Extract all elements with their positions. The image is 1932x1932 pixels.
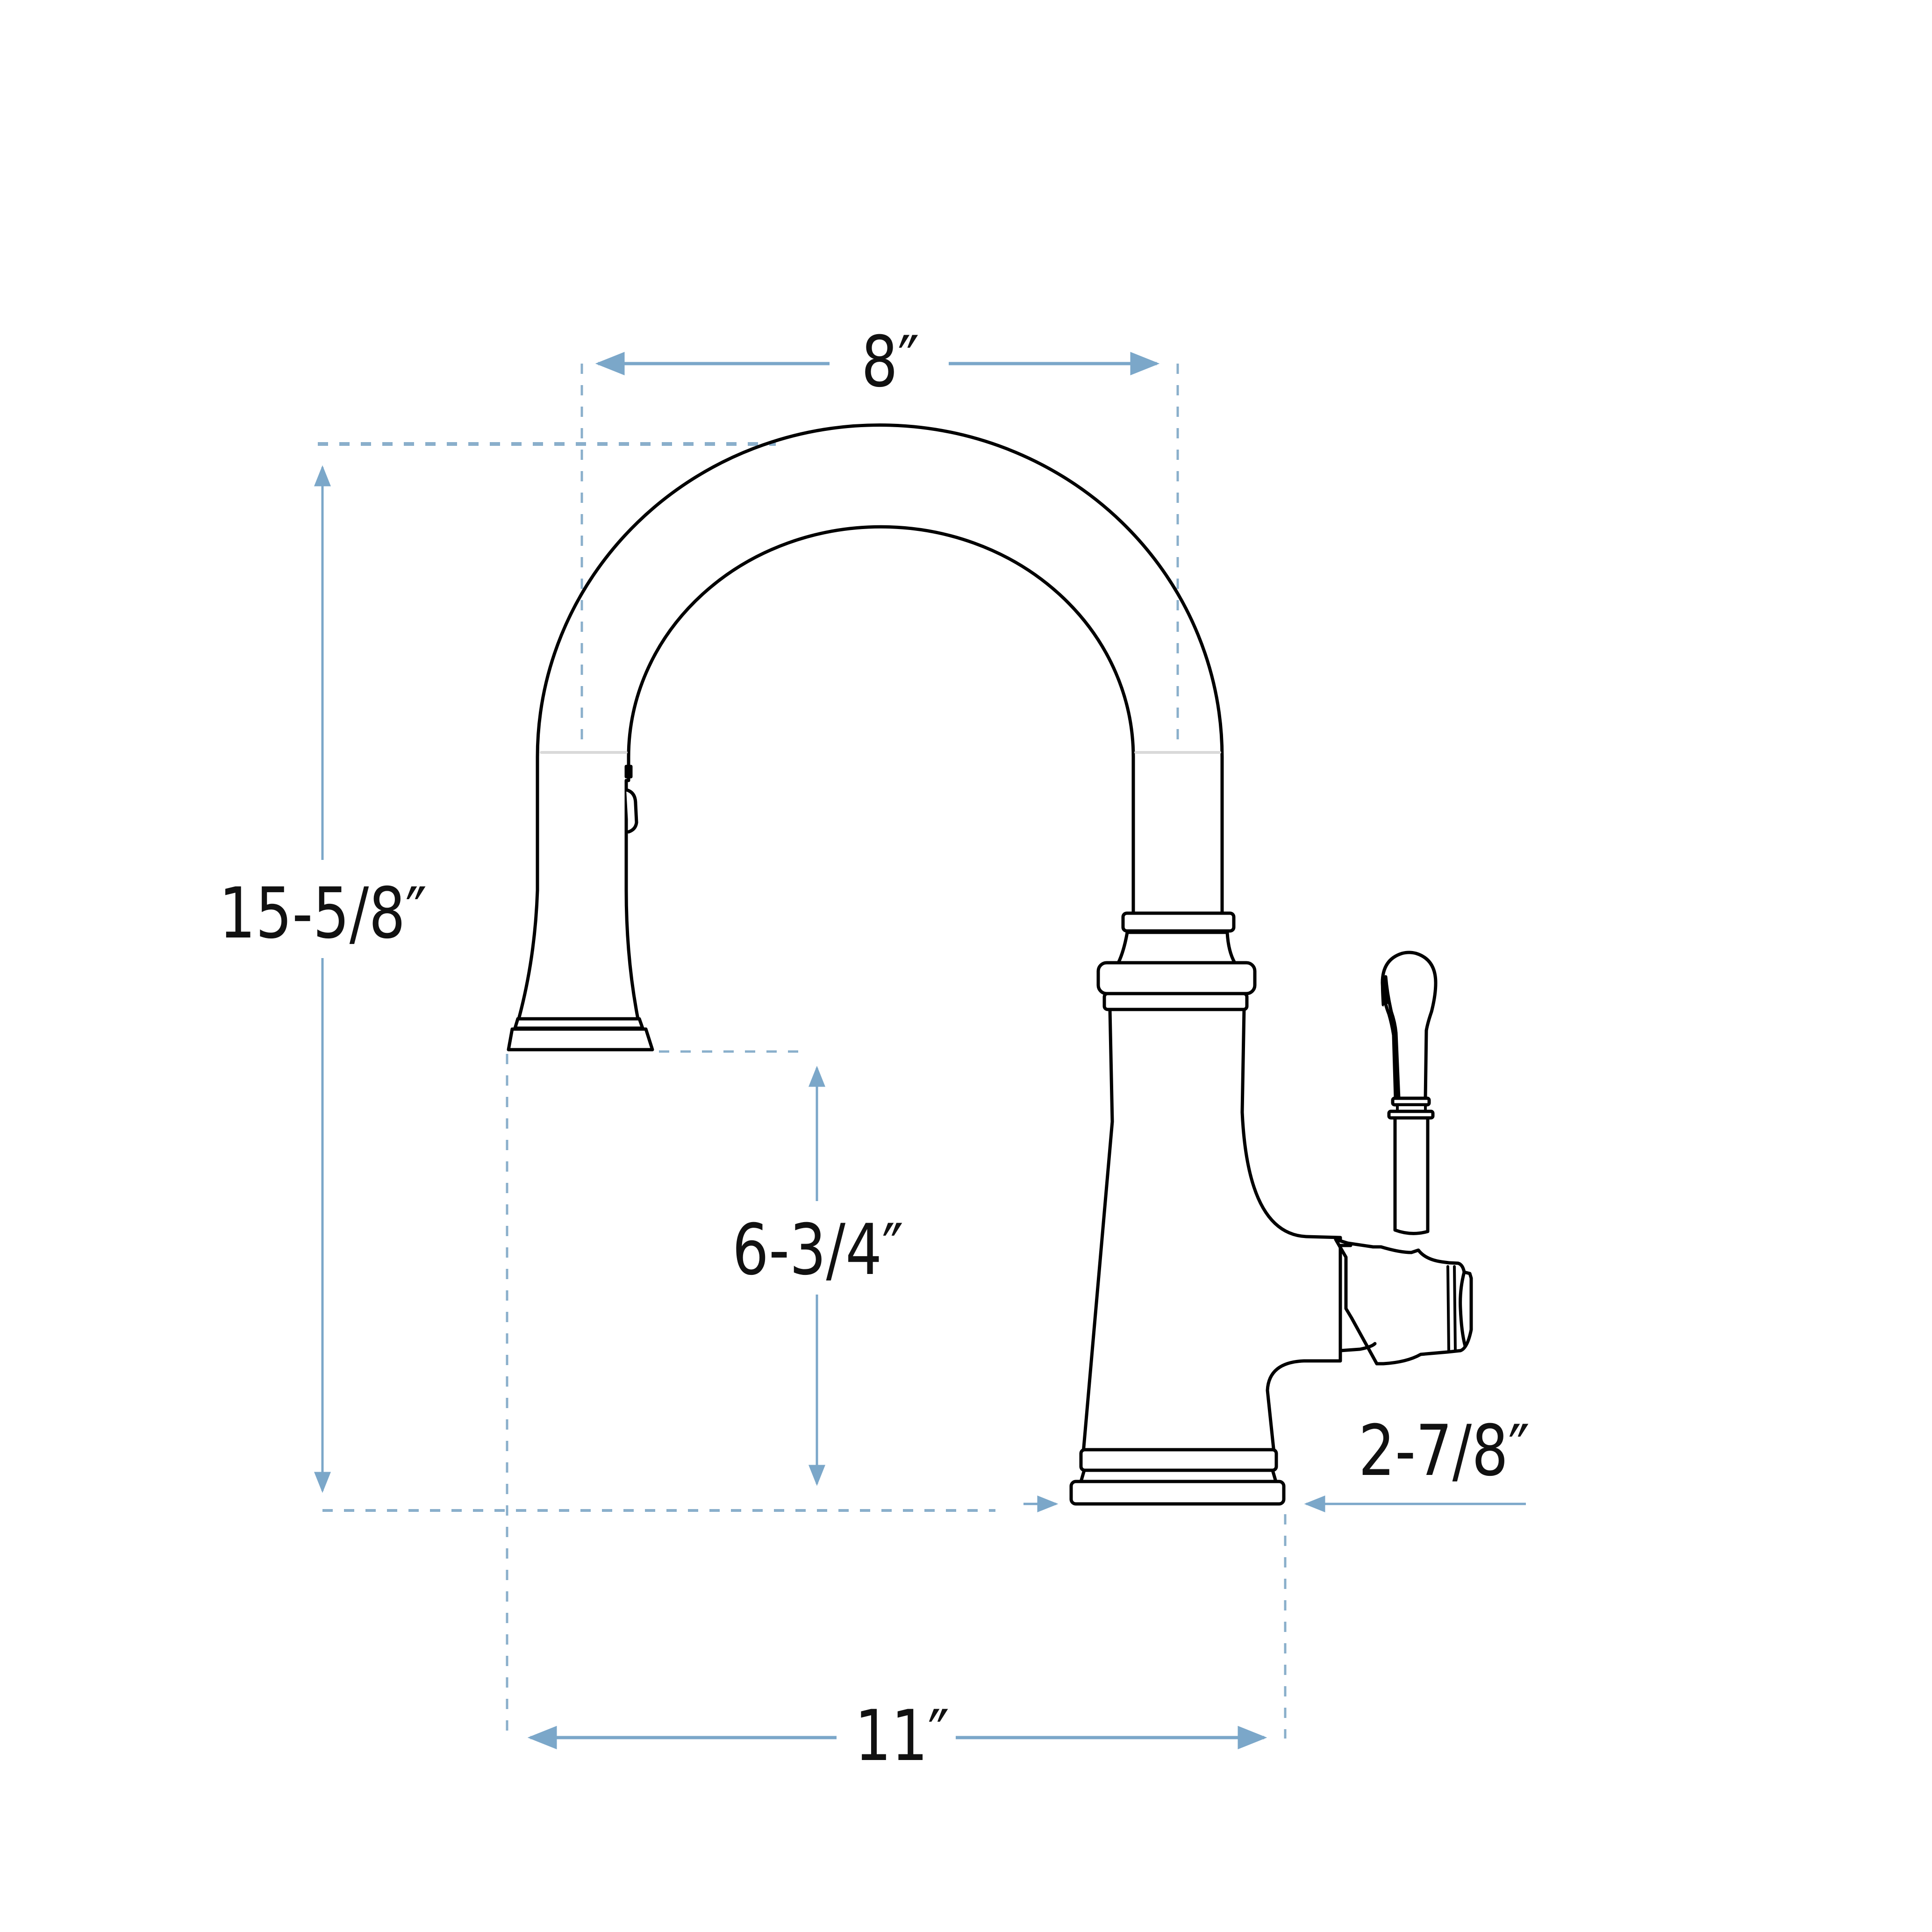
valve-cap-groove-1 [1446, 1265, 1450, 1352]
valve-cap-groove-2 [1453, 1265, 1457, 1352]
overall-depth-label: 11″ [854, 1696, 950, 1777]
dimension-guides [318, 364, 1287, 1739]
spout-inner-arc [627, 525, 1135, 925]
base-diameter-label: 2-7/8″ [1358, 1410, 1530, 1492]
valve-end-cap [1459, 1270, 1467, 1348]
dimension-arrows [314, 351, 1526, 1750]
sprayer-outlet-base [507, 1027, 654, 1052]
sprayer-head [517, 779, 640, 1021]
spout-reach-label: 8″ [861, 322, 920, 403]
valve-housing [1334, 1238, 1473, 1366]
spout-outer-arc [536, 423, 1224, 925]
lever-stem [1393, 1116, 1430, 1235]
body-cap-ring [1096, 961, 1257, 995]
faucet-body [1081, 1008, 1342, 1454]
base-band [1079, 1448, 1278, 1472]
lever-handle-grip [1381, 951, 1438, 1100]
sprayer-button-top [624, 765, 633, 779]
spout-collar-neck [1116, 930, 1237, 965]
base-plate [1069, 1480, 1286, 1506]
faucet-outline [507, 423, 1473, 1506]
spout-clearance-label: 6-3/4″ [732, 1209, 904, 1291]
valve-connector [1338, 1244, 1377, 1352]
spout-collar-top [1121, 911, 1236, 933]
sprayer-lower-ring [513, 1017, 644, 1030]
sprayer-toggle-button [624, 788, 638, 834]
base-taper [1079, 1468, 1278, 1483]
overall-height-label: 15-5/8″ [219, 873, 427, 954]
body-cap-lower-ring [1102, 992, 1249, 1011]
spout-bands [540, 751, 1221, 826]
